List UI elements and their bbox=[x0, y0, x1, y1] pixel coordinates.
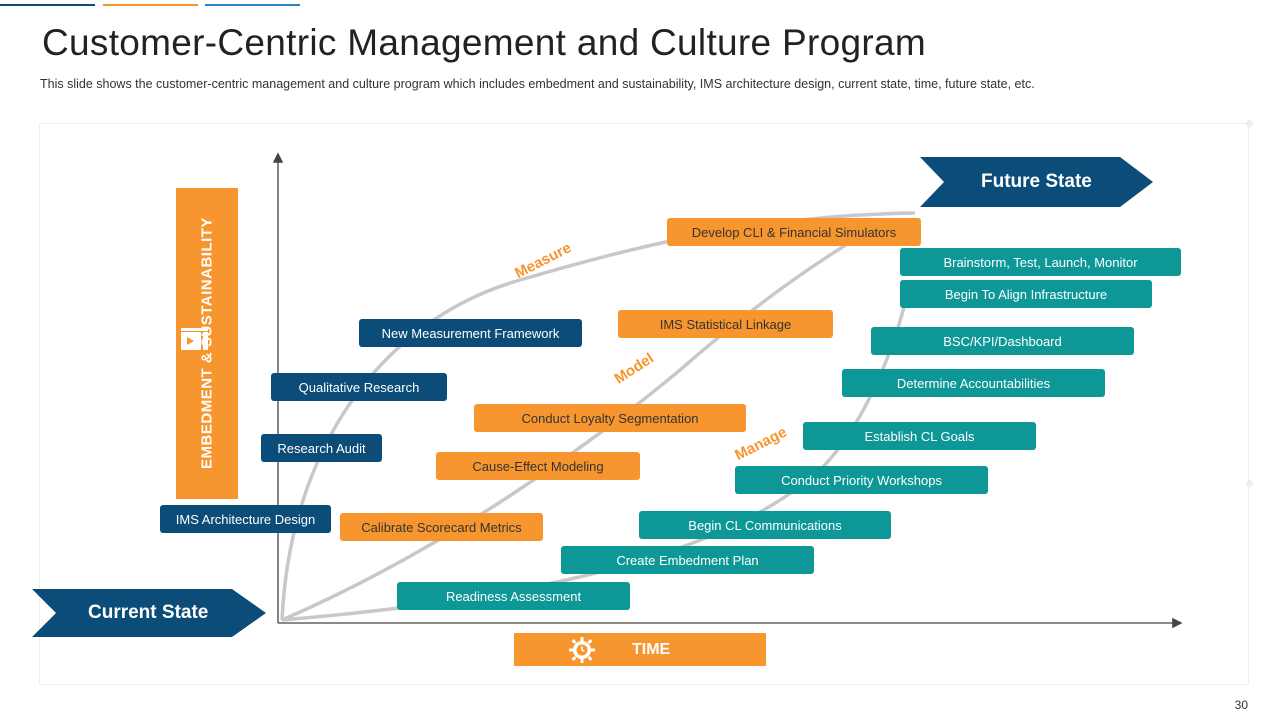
model-item: Conduct Loyalty Segmentation bbox=[474, 404, 746, 432]
vertical-axis-label: EMBEDMENT & SUSTAINABILITY bbox=[198, 217, 216, 469]
model-item: IMS Statistical Linkage bbox=[618, 310, 833, 338]
model-item: Calibrate Scorecard Metrics bbox=[340, 513, 543, 541]
measure-item: Research Audit bbox=[261, 434, 382, 462]
manage-item: Brainstorm, Test, Launch, Monitor bbox=[900, 248, 1181, 276]
page-subtitle: This slide shows the customer-centric ma… bbox=[40, 77, 1035, 91]
current-state-arrow bbox=[32, 589, 266, 637]
measure-item: IMS Architecture Design bbox=[160, 505, 331, 533]
future-state-arrow bbox=[920, 157, 1153, 207]
frame-corner-dot bbox=[1246, 120, 1253, 127]
measure-item: Qualitative Research bbox=[271, 373, 447, 401]
measure-item: New Measurement Framework bbox=[359, 319, 582, 347]
model-curve bbox=[281, 228, 871, 622]
manage-item: BSC/KPI/Dashboard bbox=[871, 327, 1134, 355]
manage-item: Begin CL Communications bbox=[639, 511, 891, 539]
page-number: 30 bbox=[1234, 698, 1248, 712]
model-item: Develop CLI & Financial Simulators bbox=[667, 218, 921, 246]
manage-item: Establish CL Goals bbox=[803, 422, 1036, 450]
manage-item: Determine Accountabilities bbox=[842, 369, 1105, 397]
manage-item: Create Embedment Plan bbox=[561, 546, 814, 574]
frame-side-dot bbox=[1246, 480, 1253, 487]
top-accent-line-3 bbox=[205, 4, 300, 6]
manage-item: Begin To Align Infrastructure bbox=[900, 280, 1152, 308]
time-bar bbox=[514, 633, 766, 666]
page-title: Customer-Centric Management and Culture … bbox=[42, 22, 926, 63]
manage-item: Readiness Assessment bbox=[397, 582, 630, 610]
top-accent-line-1 bbox=[0, 4, 95, 6]
model-item: Cause-Effect Modeling bbox=[436, 452, 640, 480]
gear-clock-icon bbox=[569, 637, 595, 663]
future-state-label: Future State bbox=[981, 171, 1092, 192]
diagram-frame bbox=[39, 123, 1249, 685]
current-state-label: Current State bbox=[88, 602, 209, 623]
dashboard-icon bbox=[181, 328, 208, 350]
top-accent-line-2 bbox=[103, 4, 198, 6]
manage-item: Conduct Priority Workshops bbox=[735, 466, 988, 494]
horizontal-axis-label: TIME bbox=[632, 641, 671, 658]
